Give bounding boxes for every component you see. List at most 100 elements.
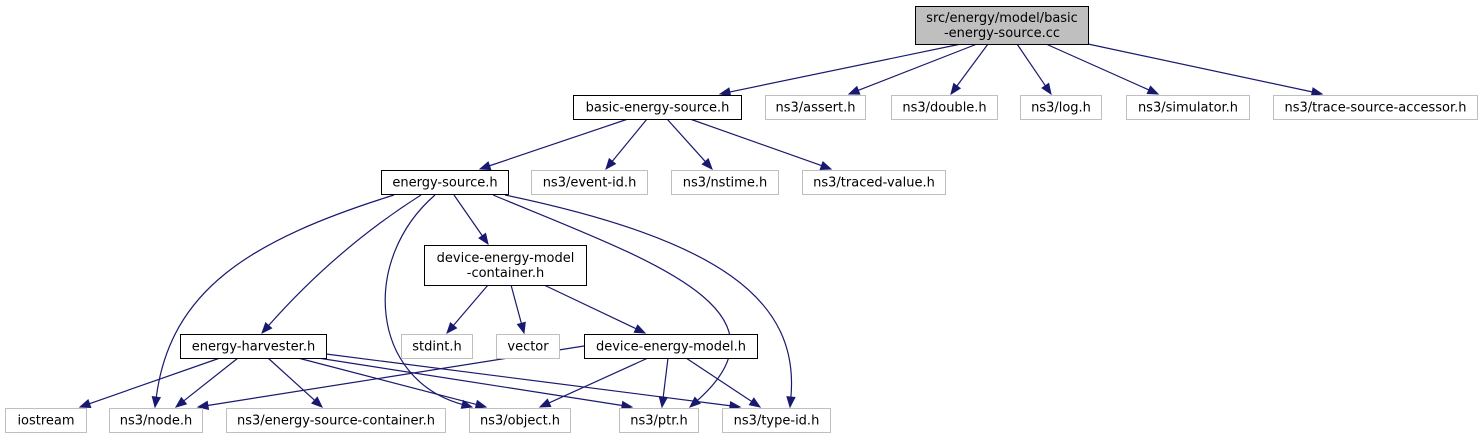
edge-energy-source-h-to-object-h — [384, 194, 474, 409]
edge-line — [510, 284, 523, 325]
node-energy-source-container-h: ns3/energy-source-container.h — [226, 408, 446, 433]
node-label: ns3/trace-source-accessor.h — [1284, 101, 1466, 116]
node-box — [5, 408, 87, 433]
arrowhead-icon — [446, 321, 458, 335]
edge-basic-energy-source-h-to-energy-source-h — [478, 118, 629, 171]
node-label: vector — [507, 340, 549, 355]
arrowhead-icon — [819, 161, 833, 170]
node-box — [584, 334, 758, 359]
node-box — [531, 170, 648, 195]
node-label: ns3/ptr.h — [630, 414, 688, 429]
arrowhead-icon — [1041, 82, 1052, 96]
node-double-h: ns3/double.h — [891, 95, 998, 120]
node-assert-h: ns3/assert.h — [765, 95, 866, 120]
node-box — [915, 6, 1089, 45]
node-traced-value-h: ns3/traced-value.h — [802, 170, 946, 195]
node-label: -energy-source.cc — [944, 26, 1060, 41]
node-label: energy-harvester.h — [192, 340, 315, 355]
node-box — [226, 408, 446, 433]
edge-energy-harvester-h-to-ptr-h — [317, 357, 634, 411]
node-trace-source-accessor-h: ns3/trace-source-accessor.h — [1273, 95, 1478, 120]
node-box — [619, 408, 699, 433]
node-box — [1273, 95, 1478, 120]
edge-line — [267, 194, 422, 327]
arrowhead-icon — [151, 395, 162, 409]
node-box — [180, 334, 327, 359]
edge-root-to-log-h — [1016, 43, 1052, 96]
node-device-energy-model-container-h[interactable]: device-energy-model-container.h — [424, 245, 587, 286]
edge-energy-harvester-h-to-node-h — [174, 357, 239, 408]
node-label: device-energy-model.h — [596, 340, 746, 355]
node-ptr-h: ns3/ptr.h — [619, 408, 699, 433]
arrowhead-icon — [688, 396, 702, 408]
arrowhead-icon — [786, 396, 796, 409]
edge-energy-harvester-h-to-iostream — [78, 357, 221, 409]
edge-line — [666, 118, 707, 163]
node-box — [573, 95, 742, 120]
edge-line — [1016, 43, 1047, 87]
node-box — [765, 95, 866, 120]
node-label: ns3/log.h — [1031, 101, 1091, 116]
edge-device-energy-model-h-to-object-h — [538, 357, 649, 408]
edge-device-energy-model-container-h-to-vector — [510, 284, 526, 335]
node-label: ns3/object.h — [480, 414, 560, 429]
node-energy-source-h[interactable]: energy-source.h — [381, 170, 509, 195]
node-label: iostream — [17, 414, 74, 429]
node-label: -container.h — [467, 266, 544, 281]
node-iostream: iostream — [5, 408, 87, 433]
edge-line — [317, 357, 624, 407]
node-box — [1020, 95, 1102, 120]
arrowhead-icon — [718, 87, 732, 97]
node-label: ns3/traced-value.h — [813, 176, 935, 191]
node-nstime-h: ns3/nstime.h — [671, 170, 779, 195]
edge-basic-energy-source-h-to-nstime-h — [666, 118, 713, 171]
edge-energy-harvester-h-to-object-h — [297, 357, 488, 409]
node-label: basic-energy-source.h — [586, 101, 730, 116]
node-box — [671, 170, 779, 195]
arrowhead-icon — [516, 321, 526, 335]
nodes-layer: src/energy/model/basic-energy-source.cc b… — [5, 6, 1478, 433]
edge-line — [543, 284, 638, 330]
arrowhead-icon — [605, 157, 617, 171]
node-box — [891, 95, 998, 120]
node-event-id-h: ns3/event-id.h — [531, 170, 648, 195]
edge-root-to-double-h — [950, 43, 989, 96]
edge-line — [88, 357, 221, 405]
arrowhead-icon — [174, 396, 188, 408]
node-box — [1126, 95, 1250, 120]
node-label: ns3/simulator.h — [1138, 101, 1238, 116]
edge-line — [453, 194, 484, 237]
arrowhead-icon — [478, 161, 492, 171]
edge-energy-source-h-to-ptr-h — [492, 194, 732, 408]
arrowhead-icon — [633, 324, 647, 334]
node-box — [109, 408, 203, 433]
edge-root-to-simulator-h — [1045, 43, 1160, 95]
arrowhead-icon — [748, 397, 762, 408]
arrowhead-icon — [460, 399, 474, 409]
node-device-energy-model-h[interactable]: device-energy-model.h — [584, 334, 758, 359]
node-basic-energy-source-h[interactable]: basic-energy-source.h — [573, 95, 742, 120]
arrowhead-icon — [311, 396, 323, 408]
edge-line — [504, 194, 793, 399]
edge-energy-harvester-h-to-energy-source-container-h — [267, 357, 323, 408]
node-root[interactable]: src/energy/model/basic-energy-source.cc — [915, 6, 1089, 45]
node-object-h: ns3/object.h — [469, 408, 571, 433]
node-label: energy-source.h — [392, 176, 497, 191]
arrowhead-icon — [658, 396, 668, 409]
edge-line — [547, 357, 649, 404]
node-stdint-h: stdint.h — [401, 334, 473, 359]
edge-line — [857, 43, 978, 92]
edge-line — [488, 118, 629, 167]
edge-line — [452, 284, 489, 327]
edge-energy-source-h-to-energy-harvester-h — [261, 194, 422, 335]
arrowhead-icon — [1310, 87, 1324, 97]
edge-line — [955, 43, 989, 88]
node-box — [722, 408, 831, 433]
node-label: ns3/type-id.h — [734, 414, 820, 429]
edge-line — [297, 357, 478, 406]
edge-line — [1045, 43, 1151, 91]
arrowhead-icon — [538, 398, 552, 408]
arrowhead-icon — [1146, 85, 1160, 95]
edge-device-energy-model-h-to-type-id-h — [685, 357, 762, 408]
node-energy-harvester-h[interactable]: energy-harvester.h — [180, 334, 327, 359]
